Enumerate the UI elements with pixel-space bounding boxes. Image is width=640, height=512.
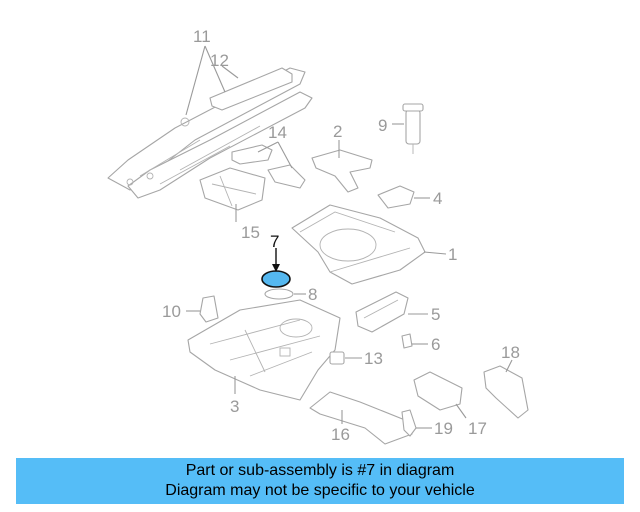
callout-15: 15 <box>241 223 260 242</box>
callout-14: 14 <box>268 123 287 142</box>
part-15-crossmember <box>199 167 266 211</box>
callout-7: 7 <box>270 232 279 251</box>
callout-13: 13 <box>364 349 383 368</box>
callout-labels: 11 12 14 15 2 9 4 1 7 8 10 3 13 5 6 16 1… <box>162 27 520 444</box>
callout-16: 16 <box>331 425 350 444</box>
callout-6: 6 <box>431 335 440 354</box>
part-10-mount <box>199 295 219 323</box>
callout-17: 17 <box>468 419 487 438</box>
callout-1: 1 <box>448 245 457 264</box>
callout-12: 12 <box>210 51 229 70</box>
info-banner: Part or sub-assembly is #7 in diagram Di… <box>16 458 624 504</box>
part-7-plug-highlighted <box>261 270 291 288</box>
leader-lines <box>185 45 513 429</box>
part-18-side-member <box>483 365 529 419</box>
callout-8: 8 <box>308 285 317 304</box>
part-4-plate <box>377 185 415 209</box>
part-19-bracket <box>401 409 417 437</box>
part-13-clip <box>329 351 345 365</box>
banner-line-disclaimer: Diagram may not be specific to your vehi… <box>165 482 475 499</box>
callout-9: 9 <box>378 116 387 135</box>
part-3-rear-floor-pan <box>187 299 341 401</box>
part-2-bracket <box>311 149 373 193</box>
part-17-side-panel <box>413 371 463 411</box>
banner-line-part-info: Part or sub-assembly is #7 in diagram <box>185 462 455 479</box>
callout-19: 19 <box>434 419 453 438</box>
callout-18: 18 <box>501 343 520 362</box>
part-8-grommet <box>264 288 294 300</box>
callout-2: 2 <box>333 122 342 141</box>
part-1-spare-wheel-well <box>291 204 426 285</box>
part-9-jack <box>402 103 424 154</box>
callout-4: 4 <box>433 189 442 208</box>
callout-5: 5 <box>431 305 440 324</box>
callout-3: 3 <box>230 397 239 416</box>
callout-10: 10 <box>162 302 181 321</box>
part-11-12-side-rail-assembly <box>107 67 313 199</box>
part-5-bracket <box>355 291 409 333</box>
callout-11: 11 <box>193 27 211 46</box>
part-6-clip <box>401 333 413 349</box>
part-16-lower-crossmember <box>309 391 413 445</box>
